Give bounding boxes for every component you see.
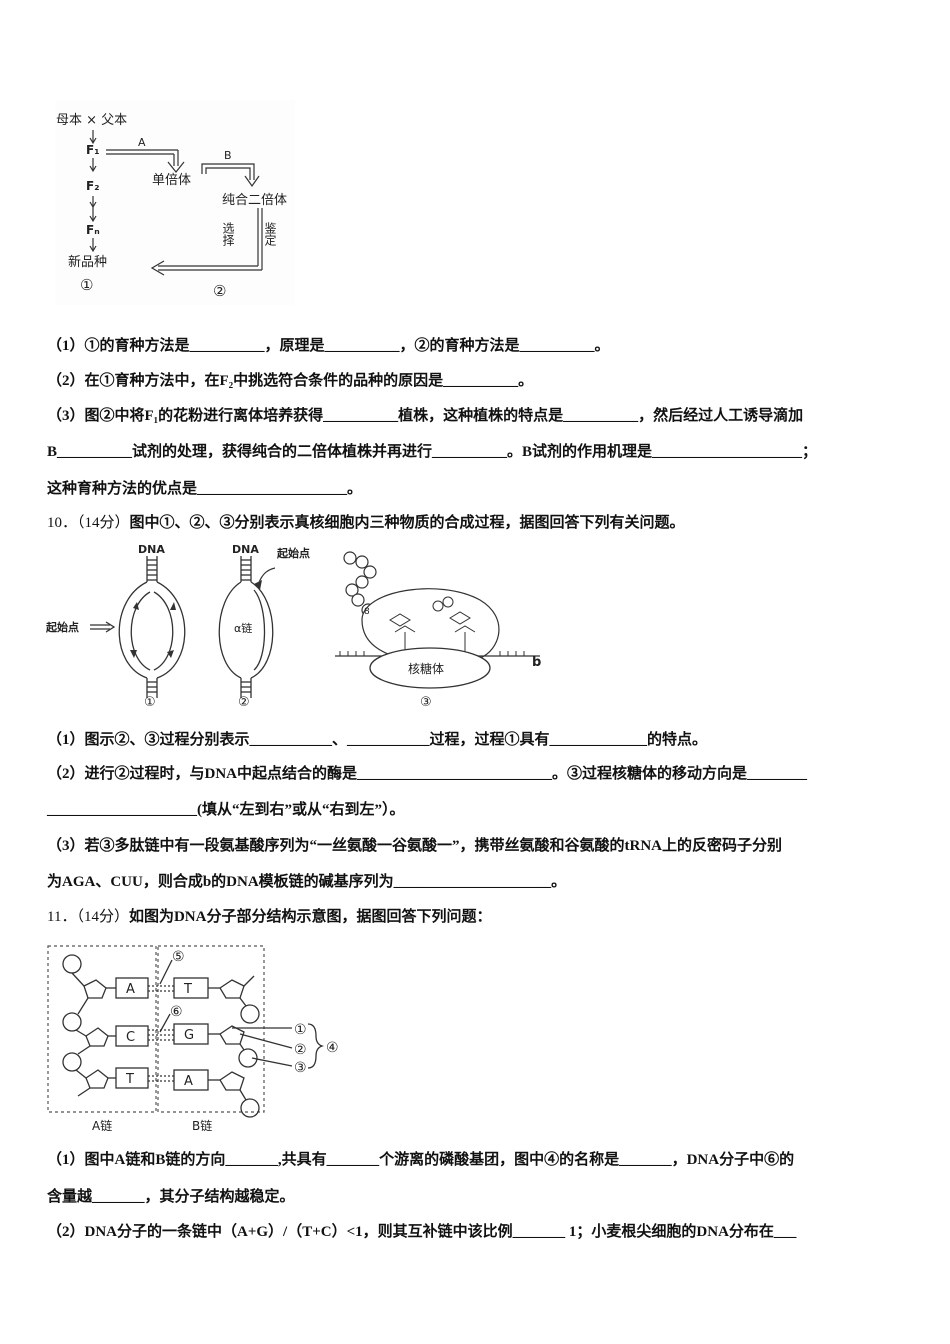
chain-a-label: A链 bbox=[92, 1118, 112, 1133]
ribosome-site-mark: 8 bbox=[364, 607, 370, 617]
base-a-left-3: T bbox=[125, 1072, 134, 1087]
dna-label-2: DNA bbox=[232, 543, 259, 556]
marker-5: ⑤ bbox=[172, 949, 185, 965]
ribosome-label: 核糖体 bbox=[408, 661, 444, 676]
breeding-diagram: 母本 × 父本 A B F₁ F₂ Fₙ 单倍体 bbox=[40, 100, 320, 310]
pure-diploid-label: 纯合二倍体 bbox=[222, 193, 287, 208]
q10-line-2: （2）进行②过程时，与DNA中起点结合的酶是__________________… bbox=[47, 766, 808, 782]
q11-number: 11．（14分） bbox=[47, 909, 129, 925]
select-label: 选择 bbox=[221, 222, 235, 246]
q9-line-2: （2）在①育种方法中，在F₂中挑选符合条件的品种的原因是__________。 bbox=[47, 373, 534, 389]
f1-label: F₁ bbox=[86, 143, 99, 157]
transcription-translation-diagram: DNA 起始点 ① DNA bbox=[40, 540, 560, 710]
q9-line-4: B__________试剂的处理，获得纯合的二倍体植株并再进行_________… bbox=[47, 444, 818, 460]
q10-header-text: 图中①、②、③分别表示真核细胞内三种物质的合成过程，据图回答下列有关问题。 bbox=[129, 515, 685, 531]
marker-1: ① bbox=[294, 1022, 307, 1038]
marker-2: ② bbox=[294, 1042, 307, 1058]
base-a-left-1: A bbox=[126, 982, 135, 997]
origin-label-top: 起始点 bbox=[276, 546, 310, 560]
new-variety-label: 新品种 bbox=[68, 254, 107, 270]
dna-structure-diagram: A C T T G A ⑤ ⑥ ① ② ③ ④ A链 B链 bbox=[40, 940, 360, 1136]
marker-3: ③ bbox=[294, 1060, 307, 1076]
figure-label-2: ② bbox=[213, 282, 226, 300]
b-label: b bbox=[532, 655, 541, 670]
q10-line-1: （1）图示②、③过程分别表示___________、___________过程，… bbox=[47, 732, 708, 748]
q10-line-4: （3）若③多肽链中有一段氨基酸序列为“一丝氨酸一谷氨酸一”，携带丝氨酸和谷氨酸的… bbox=[47, 838, 782, 854]
q9-line-3: （3）图②中将F₁的花粉进行离体培养获得__________植株，这种植株的特点… bbox=[47, 408, 804, 424]
figure-label-1: ① bbox=[80, 276, 93, 294]
q9-line-5: 这种育种方法的优点是____________________。 bbox=[47, 481, 363, 497]
arrow-a-label: A bbox=[138, 136, 146, 149]
mother-father-label: 母本 × 父本 bbox=[56, 113, 127, 128]
fn-label: Fₙ bbox=[86, 223, 100, 237]
arrow-b-label: B bbox=[224, 149, 232, 162]
base-b-right-1: T bbox=[183, 982, 192, 997]
q11-line-3: （2）DNA分子的一条链中（A+G）/（T+C）<1，则其互补链中该比例____… bbox=[47, 1224, 797, 1240]
q9-line-1: （1）①的育种方法是__________，原理是__________，②的育种方… bbox=[47, 338, 610, 354]
marker-4: ④ bbox=[326, 1040, 339, 1056]
process-label-2: ② bbox=[238, 695, 250, 710]
q10-line-3: ____________________(填从“左到右”或从“右到左”）。 bbox=[47, 802, 405, 818]
process-label-1: ① bbox=[144, 695, 156, 710]
q11-line-2: 含量越_______，其分子结构越稳定。 bbox=[47, 1189, 295, 1205]
identify-label: 鉴定 bbox=[263, 222, 277, 247]
marker-6: ⑥ bbox=[170, 1004, 183, 1020]
q11-line-1: （1）图中A链和B链的方向_______,共具有_______个游离的磷酸基团，… bbox=[47, 1152, 795, 1168]
q10-number: 10．（14分） bbox=[47, 515, 130, 531]
q10-header: 10．（14分）图中①、②、③分别表示真核细胞内三种物质的合成过程，据图回答下列… bbox=[47, 513, 920, 533]
process-label-3: ③ bbox=[420, 695, 432, 710]
q10-line-5: 为AGA、CUU，则合成b的DNA模板链的碱基序列为______________… bbox=[47, 874, 567, 890]
dna-label-1: DNA bbox=[138, 543, 165, 556]
base-b-right-2: G bbox=[184, 1028, 194, 1043]
f2-label: F₂ bbox=[86, 179, 99, 193]
base-a-left-2: C bbox=[126, 1030, 135, 1045]
alpha-chain-label: α链 bbox=[234, 621, 252, 635]
q11-header-text: 如图为DNA分子部分结构示意图，据图回答下列问题： bbox=[128, 909, 492, 925]
base-b-right-3: A bbox=[184, 1074, 193, 1089]
haploid-label: 单倍体 bbox=[152, 173, 191, 188]
chain-b-label: B链 bbox=[192, 1118, 212, 1133]
q11-header: 11．（14分）如图为DNA分子部分结构示意图，据图回答下列问题： bbox=[47, 907, 920, 927]
origin-label-left: 起始点 bbox=[45, 620, 79, 634]
